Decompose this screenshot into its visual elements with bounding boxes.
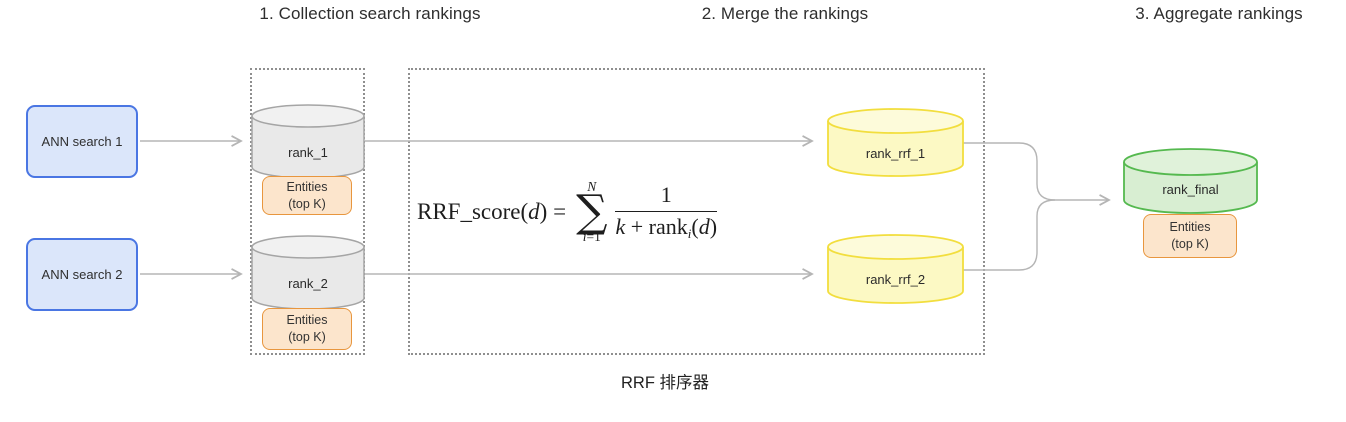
entities-label-line1: Entities bbox=[286, 313, 328, 328]
ann-search-2-label: ANN search 2 bbox=[41, 267, 123, 282]
entities-label-line2: (top K) bbox=[288, 196, 326, 211]
rank2-cylinder bbox=[251, 235, 365, 310]
fraction-numerator: 1 bbox=[615, 182, 718, 212]
rrf-score-formula: RRF_score(d) = N ∑ i=1 1 k + ranki(d) bbox=[417, 170, 718, 254]
entities-topk-badge-2: Entities (top K) bbox=[262, 308, 352, 350]
entities-label-line2: (top K) bbox=[1171, 237, 1209, 251]
rrf2-cylinder bbox=[827, 234, 964, 304]
rrf-ranker-caption: RRF 排序器 bbox=[621, 374, 709, 392]
merge-line-from-rrf2 bbox=[963, 199, 1056, 271]
ann-search-1-box: ANN search 1 bbox=[26, 105, 138, 178]
entities-topk-badge-1: Entities (top K) bbox=[262, 176, 352, 215]
formula-summation: N ∑ i=1 bbox=[576, 180, 607, 243]
rrf-ranker-group-box bbox=[408, 68, 985, 355]
formula-fraction: 1 k + ranki(d) bbox=[615, 182, 718, 242]
rrf1-cylinder bbox=[827, 108, 964, 177]
ann-search-2-box: ANN search 2 bbox=[26, 238, 138, 311]
step2-header: 2. Merge the rankings bbox=[701, 4, 869, 23]
fraction-denominator: k + ranki(d) bbox=[615, 214, 718, 241]
collection-rankings-group-box bbox=[250, 68, 365, 355]
merge-line-from-rrf1 bbox=[963, 142, 1056, 201]
sum-lower-bound: i=1 bbox=[582, 229, 601, 245]
final-cylinder bbox=[1123, 148, 1258, 214]
entities-label-line1: Entities bbox=[286, 179, 328, 194]
step3-header: 3. Aggregate rankings bbox=[1135, 4, 1303, 23]
entities-topk-badge-final: Entities (top K) bbox=[1143, 214, 1237, 258]
sum-upper-bound: N bbox=[587, 179, 597, 195]
ann-search-1-label: ANN search 1 bbox=[41, 134, 123, 149]
formula-lhs: RRF_score(d) = bbox=[417, 199, 567, 224]
entities-label-line2: (top K) bbox=[288, 330, 326, 344]
step1-header: 1. Collection search rankings bbox=[259, 4, 481, 23]
rank1-cylinder bbox=[251, 104, 365, 179]
entities-label-line1: Entities bbox=[1169, 220, 1211, 235]
sigma-symbol: ∑ bbox=[576, 185, 608, 237]
